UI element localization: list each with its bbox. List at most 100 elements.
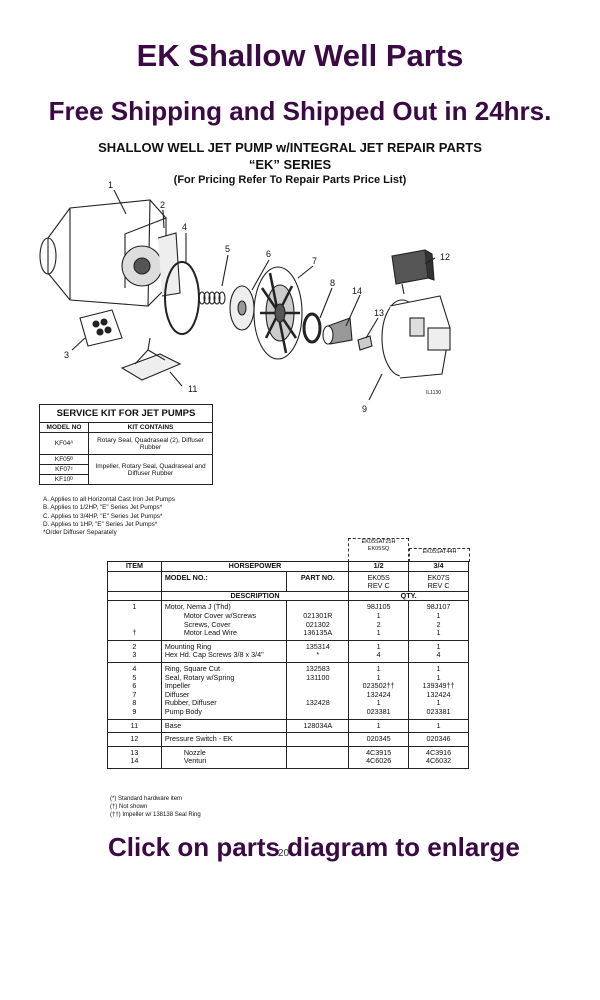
legend-item: (*) Standard hardware item (110, 796, 183, 802)
kit-note: C. Applies to 3/4HP, "E" Series Jet Pump… (43, 512, 163, 520)
page-title: EK Shallow Well Parts (136, 38, 464, 73)
parts-table: ITEM HORSEPOWER 1/2 3/4 MODEL NO.: PART … (107, 561, 469, 769)
description-cell: Venturi (160, 756, 288, 769)
part-number-cell: 132428 (286, 699, 350, 708)
part-number-cell (286, 745, 350, 758)
model-label: MODEL NO.: (160, 570, 288, 592)
item-cell: 1 (107, 600, 162, 612)
document-heading: SHALLOW WELL JET PUMP w/INTEGRAL JET REP… (98, 140, 482, 155)
qty-three-quarter-cell: 023381 (408, 707, 469, 719)
series-heading: “EK” SERIES (248, 157, 332, 172)
qty-label: QTY. (348, 590, 469, 601)
kit-model: KF07ᶜ (39, 464, 89, 475)
callout-13: 13 (374, 308, 384, 318)
qty-three-quarter-cell: 4 (408, 651, 469, 663)
qty-three-quarter-cell: 1 (408, 639, 469, 652)
description-cell: Base (160, 718, 288, 733)
pricing-note: (For Pricing Refer To Repair Parts Price… (173, 174, 407, 186)
diffuser-part (253, 266, 303, 360)
qty-three-quarter-cell: 1 (408, 661, 469, 674)
impeller-part (229, 285, 255, 331)
kit-note: A. Applies to all Horizontal Cast Iron J… (43, 496, 175, 503)
kit-note: D. Applies to 1HP, "E" Series Jet Pumps* (43, 520, 158, 528)
part-number-cell: * (286, 651, 350, 663)
kit-contents: Impeller, Rotary Seal, Quadraseal and Di… (88, 454, 213, 485)
kit-note: B. Applies to 1/2HP, "E" Series Jet Pump… (43, 504, 163, 512)
callout-7: 7 (312, 256, 317, 266)
col-item: ITEM (107, 561, 162, 572)
col-horsepower: HORSEPOWER (160, 561, 350, 572)
model-box-half-hp: EK05SAT25H EK05SQ (348, 538, 409, 562)
enlarge-link[interactable]: Click on parts diagram to enlarge (108, 832, 520, 862)
parts-diagram[interactable]: 1 2 3 4 5 6 7 8 9 11 12 13 14 IL1130 (30, 178, 480, 418)
qty-three-quarter-cell: 2 (408, 620, 469, 630)
kit-notes: A. Applies to all Horizontal Cast Iron J… (43, 496, 175, 537)
qty-half-cell: 4 (348, 651, 410, 663)
item-cell: 14 (107, 756, 162, 769)
venturi-part (322, 317, 353, 345)
part-number-cell (286, 757, 350, 769)
part-label: PART NO. (286, 570, 350, 592)
shipping-banner: Free Shipping and Shipped Out in 24hrs. (48, 96, 552, 126)
kit-model: KF10ᴰ (39, 474, 89, 485)
description-cell: Pressure Switch - EK (160, 732, 288, 747)
kit-contents: Rotary Seal, Quadraseal (2), Diffuser Ru… (88, 432, 213, 455)
seal-spring-part (198, 291, 226, 305)
motor-part (39, 199, 181, 307)
part-number-cell: 131100 (286, 673, 350, 683)
callout-2: 2 (160, 200, 165, 210)
parts-legend: (*) Standard hardware item (†) Not shown… (110, 795, 201, 819)
qty-three-quarter-cell: 4C6032 (408, 756, 469, 769)
cap-screws-part (79, 309, 123, 347)
model-half: EK05S (367, 572, 390, 582)
qty-three-quarter-cell: 1 (408, 699, 469, 708)
qty-three-quarter-cell: 020346 (408, 732, 469, 747)
part-number-cell (286, 707, 350, 719)
service-kit-title: SERVICE KIT FOR JET PUMPS (39, 404, 213, 423)
page-number: 20 (278, 848, 290, 859)
callout-12: 12 (440, 252, 450, 262)
legend-item: (††) Impeller w/ 138138 Seal Ring (110, 812, 201, 818)
part-number-cell (286, 682, 350, 691)
item-cell: † (107, 628, 162, 641)
qty-half-cell: 1 (348, 718, 410, 733)
item-cell: 12 (107, 732, 162, 747)
callout-5: 5 (225, 244, 230, 254)
callout-9: 9 (362, 404, 367, 414)
qty-three-quarter-cell: 139349†† (408, 682, 469, 691)
diffuser-rubber-part (302, 312, 322, 344)
part-number-cell: 132583 (286, 661, 350, 674)
model-three-quarter: EK07S (427, 572, 450, 582)
description-cell: Motor Lead Wire (160, 628, 288, 641)
callout-3: 3 (64, 350, 69, 360)
pressure-switch-part (391, 249, 435, 295)
callout-1: 1 (108, 180, 113, 190)
qty-three-quarter-cell: 98J107 (408, 600, 469, 612)
item-cell: 3 (107, 651, 162, 663)
model-half-rev: REV C (367, 581, 390, 591)
qty-three-quarter-cell: 4C3916 (408, 745, 469, 758)
model-box-line: EK05SAT44H (422, 549, 457, 555)
qty-three-quarter-cell: 1 (408, 611, 469, 621)
part-number-cell (286, 732, 350, 747)
diagram-ref-code: IL1130 (426, 390, 441, 396)
callout-4: 4 (182, 222, 187, 232)
model-box-three-quarter-hp: EK05SAT44H (409, 548, 470, 562)
nozzle-part (357, 335, 373, 351)
item-cell: 11 (107, 718, 162, 733)
service-kit-table: SERVICE KIT FOR JET PUMPS MODEL NO KIT C… (39, 404, 213, 485)
description-cell: Nozzle (160, 745, 288, 758)
callout-14: 14 (352, 286, 362, 296)
legend-item: (†) Not shown (110, 804, 148, 810)
